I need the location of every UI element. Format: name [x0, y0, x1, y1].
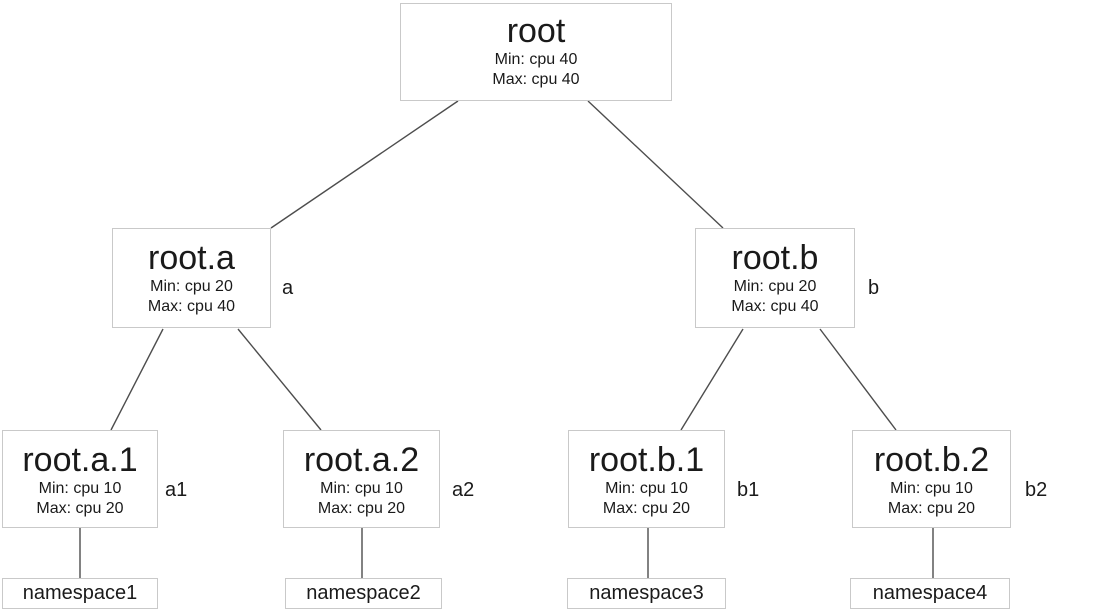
node-root-b-2-max: Max: cpu 20	[887, 500, 976, 517]
node-namespace1-title: namespace1	[22, 582, 138, 604]
edge-label-b: b	[868, 277, 880, 299]
node-root-b-max: Max: cpu 40	[731, 298, 819, 315]
node-root-a-1-min: Min: cpu 10	[38, 480, 122, 497]
node-root-a-2: root.a.2 Min: cpu 10 Max: cpu 20	[283, 430, 440, 528]
edge-label-a1: a1	[165, 479, 188, 501]
node-root-min: Min: cpu 40	[494, 51, 578, 68]
edge-root-to-root-a	[270, 100, 459, 229]
node-namespace3: namespace3	[567, 578, 726, 609]
node-root-max: Max: cpu 40	[492, 71, 580, 88]
node-root-a-min: Min: cpu 20	[150, 278, 233, 295]
edge-root-a-to-root-a-2	[237, 328, 322, 431]
node-root-a-1: root.a.1 Min: cpu 10 Max: cpu 20	[2, 430, 158, 528]
node-namespace4-title: namespace4	[872, 582, 988, 604]
node-namespace3-title: namespace3	[589, 582, 704, 604]
node-root-title: root	[506, 12, 566, 50]
edge-root-b-to-root-b-1	[680, 328, 744, 431]
node-root-b-1: root.b.1 Min: cpu 10 Max: cpu 20	[568, 430, 725, 528]
node-root-a-2-title: root.a.2	[303, 441, 420, 479]
node-root-b-1-min: Min: cpu 10	[605, 480, 688, 497]
edge-label-b1: b1	[737, 479, 760, 501]
node-root-b-title: root.b	[731, 239, 819, 277]
node-root-b-2: root.b.2 Min: cpu 10 Max: cpu 20	[852, 430, 1011, 528]
node-root-b-2-title: root.b.2	[873, 441, 990, 479]
node-root-b-min: Min: cpu 20	[733, 278, 817, 295]
edge-label-a2: a2	[452, 479, 475, 501]
node-root-b-2-min: Min: cpu 10	[890, 480, 973, 497]
node-root-b-1-max: Max: cpu 20	[602, 500, 691, 517]
node-namespace4: namespace4	[850, 578, 1010, 609]
node-namespace1: namespace1	[2, 578, 158, 609]
node-root: root Min: cpu 40 Max: cpu 40	[400, 3, 672, 101]
node-root-a-title: root.a	[148, 239, 235, 277]
node-namespace2: namespace2	[285, 578, 442, 609]
node-root-a-1-title: root.a.1	[22, 441, 138, 479]
node-namespace2-title: namespace2	[306, 582, 421, 604]
node-root-a-1-max: Max: cpu 20	[36, 500, 124, 517]
node-root-b-1-title: root.b.1	[588, 441, 705, 479]
node-root-a-2-min: Min: cpu 10	[320, 480, 403, 497]
edge-label-b2: b2	[1025, 479, 1048, 501]
node-root-a: root.a Min: cpu 20 Max: cpu 40	[112, 228, 271, 328]
edge-root-to-root-b	[587, 100, 724, 229]
edge-root-a-to-root-a-1	[110, 328, 164, 431]
edge-root-b-to-root-b-2	[819, 328, 897, 431]
node-root-a-2-max: Max: cpu 20	[317, 500, 406, 517]
node-root-a-max: Max: cpu 40	[147, 298, 236, 315]
edge-label-a: a	[282, 277, 294, 299]
node-root-b: root.b Min: cpu 20 Max: cpu 40	[695, 228, 855, 328]
